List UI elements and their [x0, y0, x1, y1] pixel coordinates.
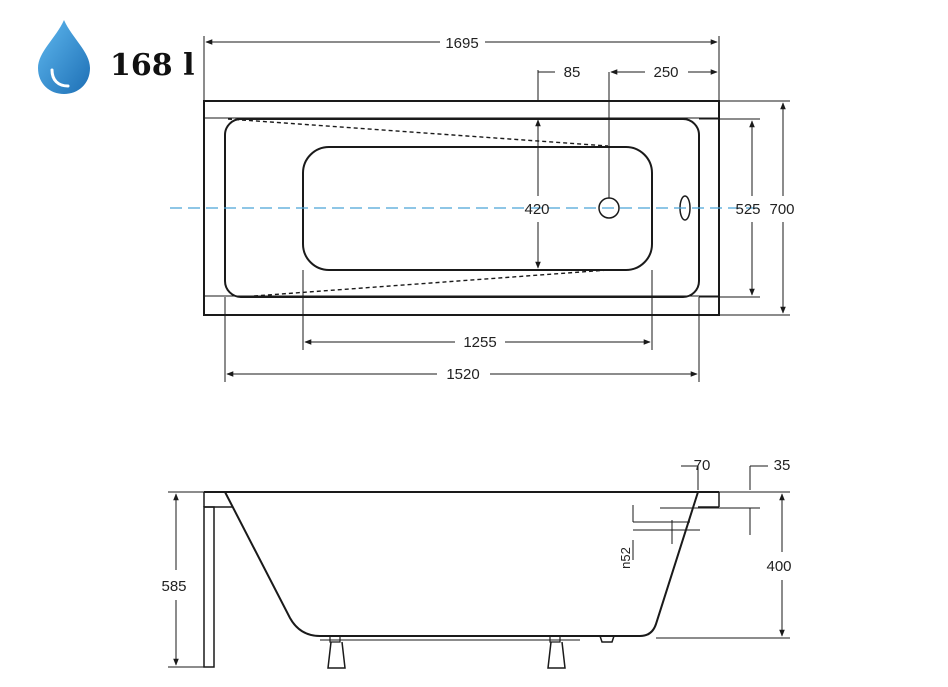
top-view [170, 72, 760, 316]
dim-basin-length: 1520 [446, 366, 479, 383]
water-drop-icon [38, 20, 90, 94]
dim-rim: 70 [694, 457, 711, 474]
dim-inner-width: 420 [524, 201, 549, 218]
dim-overflow: n52 [618, 547, 633, 569]
dim-basin-width: 525 [735, 201, 760, 218]
dim-depth: 400 [766, 558, 791, 575]
dim-drain-from-end: 250 [653, 64, 678, 81]
side-view-dimensions [168, 465, 790, 668]
dim-drain-offset: 85 [564, 64, 581, 81]
dim-overall-length: 1695 [445, 35, 478, 52]
dim-bottom-length: 1255 [463, 334, 496, 351]
side-view [203, 491, 720, 669]
dim-height: 585 [161, 578, 186, 595]
dim-lip: 35 [774, 457, 791, 474]
volume-label: 168 l [110, 48, 195, 83]
top-view-dimensions [203, 36, 790, 382]
dim-overall-width: 700 [769, 201, 794, 218]
